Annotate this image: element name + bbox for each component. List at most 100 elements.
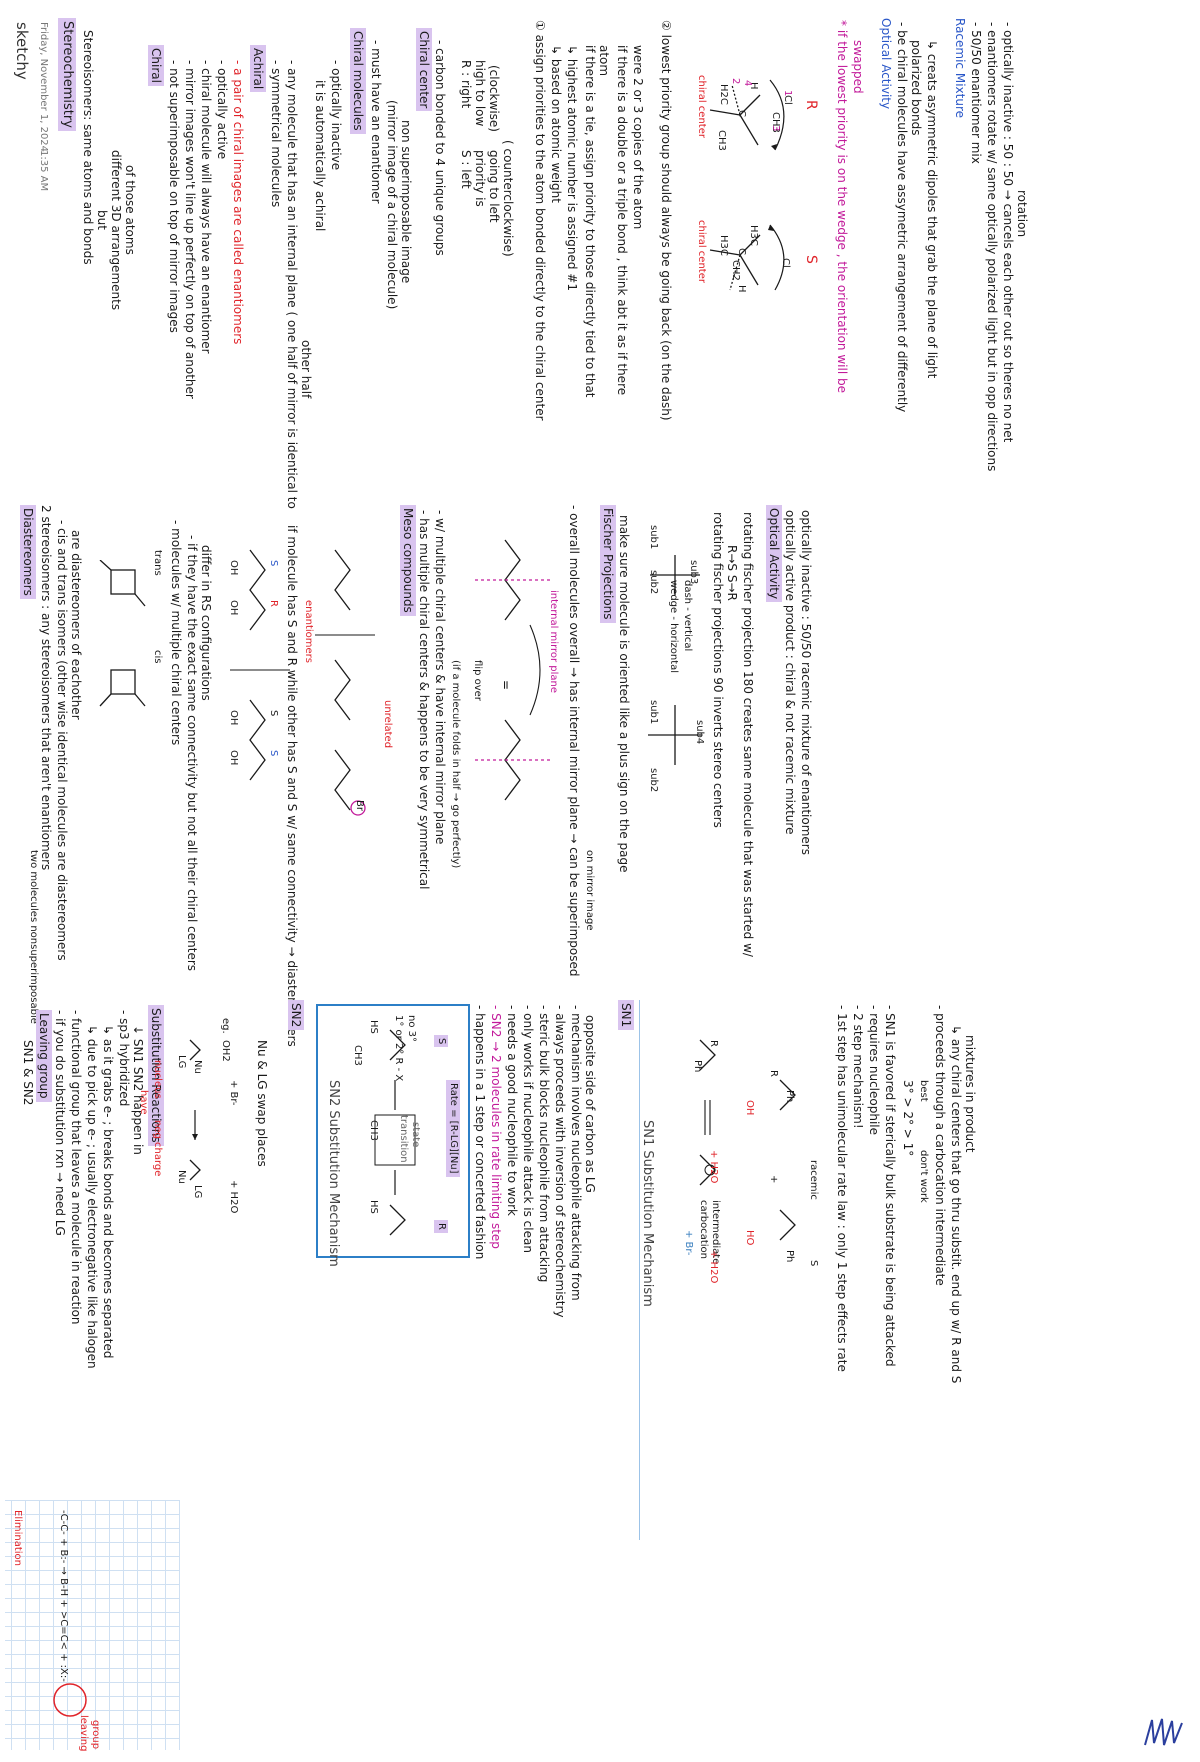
oh2-label: OH2: [220, 1040, 231, 1062]
lg-line: - functional group that leaves a molecul…: [69, 1010, 83, 1325]
sn1-item: - 2 step mechanism!: [851, 1005, 865, 1129]
sn1-label: SN1: [617, 1000, 634, 1031]
sn1-diagram-title: SN1 Substitution Mechanism: [640, 1120, 655, 1307]
sn1-item: don't work: [918, 1150, 929, 1203]
atom-label: CH3: [716, 130, 727, 151]
racemic-line: - enantiomers rotate w/ same optically p…: [985, 22, 999, 472]
sn1-item: - requires nucleophile: [867, 1005, 881, 1136]
diastereomers-heading: Diastereomers: [19, 505, 36, 599]
sn1-ho: HO: [744, 1230, 755, 1246]
sn1-h2o: + H2O: [708, 1150, 719, 1184]
fischer-sub: sub4: [694, 720, 705, 745]
swap-note: Nu & LG swap places: [255, 1040, 269, 1167]
mirror-plane-label: internal mirror plane: [548, 590, 559, 694]
sn1-br: + Br-: [683, 1230, 694, 1256]
racemic-line: - 50/50 enantiomer mix: [969, 22, 983, 164]
wedge-note: swapped: [851, 40, 865, 94]
chiral-item: - optically active: [215, 60, 229, 160]
sn2-atom: HS: [368, 1020, 379, 1034]
chiral-heading: Chiral: [147, 45, 164, 86]
lg-tag: LG: [176, 1055, 187, 1069]
achiral-item: - optically inactive: [329, 60, 343, 171]
meso-heading: Meso compounds: [399, 505, 416, 616]
lg-line: - if you do substitution rxn → need LG: [53, 1010, 67, 1236]
fischer-rot: rotating fischer projection 180 creates …: [741, 512, 755, 957]
wedge-rule: wedge - horizontal: [668, 580, 679, 674]
sn1-oh: OH: [744, 1100, 755, 1116]
atom-label: H3C: [748, 225, 759, 246]
oh-label: OH: [228, 560, 239, 576]
achiral-item: other half: [299, 340, 313, 399]
sn2-item: - always proceeds with inversion of ster…: [553, 1005, 567, 1318]
optical-right-line: optically active product : chiral & not …: [783, 510, 797, 835]
s-config: S: [803, 255, 819, 264]
optical-line: polarized bonds: [909, 40, 923, 136]
atom-label: H2C: [718, 84, 729, 105]
flip-label: flip over: [472, 660, 483, 701]
rule1a: ↳ based on atomic weight: [549, 45, 563, 203]
chiral-center-diagrams: [709, 79, 785, 291]
chiral-item: - mirror images won't line up perfectly …: [183, 60, 197, 399]
s-tag: S: [268, 560, 279, 567]
rate-law: Rate = [R-LG][Nu]: [446, 1080, 460, 1177]
fischer-sub: sub2: [648, 768, 659, 793]
lg-line: ↳ as it grabs e- ; breaks bonds and beco…: [101, 1025, 115, 1359]
atom-label: C: [736, 110, 747, 117]
h2o-label: + H2O: [228, 1180, 239, 1214]
diastereomers-line: differ in RS configurations: [199, 545, 213, 701]
rule1: ① assign priorities to the atom bonded d…: [533, 20, 547, 421]
sn2-diagram-title: SN2 Substitution Mechanism: [326, 1080, 341, 1267]
sn2-atom: CH3: [368, 1120, 379, 1141]
app-title: sketchy: [13, 22, 31, 80]
sn1-item: - SN1 is favored if sterically bulk subs…: [883, 1005, 897, 1367]
chiral-item: - not superimposable on top of mirror im…: [167, 60, 181, 333]
nucleus-label: nucleus: [152, 1060, 163, 1099]
neg-charge-label: neg charge: [152, 1120, 163, 1177]
diastereomer-diagram-row2: [315, 549, 375, 816]
note-time: 1:35 AM: [38, 150, 49, 192]
note-date: Friday, November 1, 2024: [38, 22, 49, 153]
sn1-h2o: + H2O: [708, 1250, 719, 1284]
substitution-equation: [189, 1039, 201, 1181]
r-config: R: [803, 100, 819, 110]
sn2-atom: CH3: [352, 1045, 363, 1066]
meso-line: (if a molecule folds in half → go perfec…: [450, 660, 461, 869]
s-sub: ( counterclockwise): [501, 140, 515, 257]
optical-line: ↳ creats asymmetric dipoles that grab th…: [925, 40, 939, 379]
trans-label: trans: [152, 550, 163, 576]
meso-line: - w/ multiple chiral centers & have inte…: [433, 510, 447, 845]
meso-line: - overall molecules overall → has intern…: [567, 505, 581, 977]
chiral-center-label: chiral center: [696, 75, 707, 138]
enantiomers-label: enantiomers: [303, 600, 314, 663]
meso-diagram: [475, 539, 550, 801]
fischer-heading: Fischer Projections: [599, 505, 616, 623]
sn1-r: R: [768, 1070, 779, 1077]
unrelated-label: unrelated: [382, 700, 393, 749]
atom-label: C: [736, 248, 747, 255]
chiral-molecules-heading: Chiral molecules: [349, 28, 366, 134]
page-title: Stereochemistry: [58, 18, 76, 131]
fischer-diagrams: [648, 555, 702, 765]
sn2-item: - steric bulk blocks nucleophile from at…: [537, 1005, 551, 1283]
atom-label: H: [736, 285, 747, 293]
achiral-item: - any molecule that has an internal plan…: [285, 60, 299, 509]
sn2-sub-note: 1° or 2° R - X: [393, 1015, 404, 1082]
sn1-ph: Ph: [692, 1060, 703, 1073]
cis-trans-diagrams: [99, 560, 146, 707]
sn2-item: - only works if nucleophile attack is cl…: [521, 1005, 535, 1253]
atom-label: H3C: [718, 235, 729, 256]
rule1d: if there is a double or a triple bond , …: [615, 45, 629, 396]
dash-rule: dash - vertical: [682, 580, 693, 652]
racemic-heading: Racemic Mixture: [953, 18, 967, 118]
priority-num: 3: [770, 125, 781, 132]
ts-label: state: [410, 1122, 421, 1148]
signature-scribble: [1144, 1718, 1183, 1746]
s-tag: S: [268, 710, 279, 717]
rule2: ② lowest priority group should always be…: [659, 20, 673, 421]
sn1-mechanism: [699, 1039, 796, 1241]
leaving-group-circle: [53, 1683, 87, 1717]
elimination-grid: [5, 1500, 180, 1750]
elimination-eq: -C-C- + B:- → B-H + >C=C< + :X:-: [58, 1510, 69, 1682]
rule1b: ↳ highest atomic number is assigned #1: [565, 45, 579, 291]
